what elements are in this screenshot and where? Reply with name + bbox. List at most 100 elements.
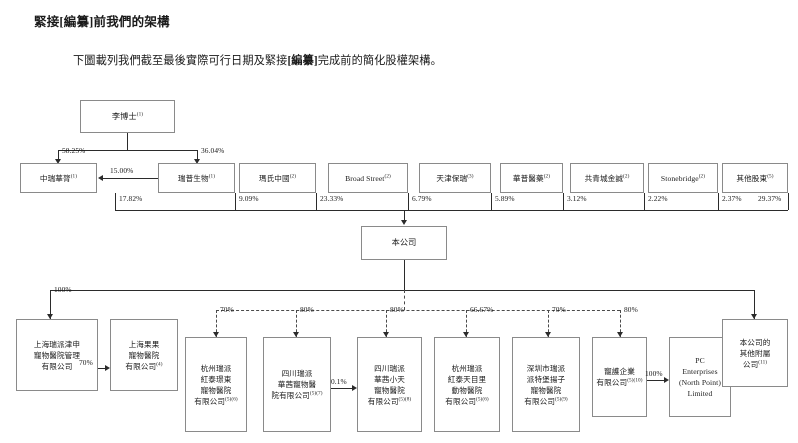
subsidiary-line-2-3: 有限公司 [194, 396, 226, 406]
page-title: 緊接[編纂]前我們的架構 [34, 15, 170, 29]
intro-paragraph: 下圖載列我們截至最後實際可行日期及緊接[編纂]完成前的簡化股權架構。 [73, 52, 442, 68]
subsidiary-line-8-3: Limited [687, 389, 713, 398]
node-founder: 李博士(1) [80, 100, 175, 133]
subsidiary-line-5-0: 杭州瑞派 [451, 363, 483, 373]
sub-drop-0 [50, 290, 51, 319]
subsidiary-line-6-0: 深圳市瑞派 [526, 363, 566, 373]
pct-sh-4: 5.89% [495, 194, 515, 203]
subsidiary-sup-2: (5)(6) [225, 395, 238, 402]
sh-drop-3 [408, 193, 409, 210]
pct-sh-1: 9.09% [239, 194, 259, 203]
intro-bold-term: [編纂] [287, 55, 318, 67]
other-subs-line-2: 公司 [742, 359, 759, 369]
subsidiary-line-7-1: 有限公司 [596, 378, 628, 387]
subsidiary-line-7-0: 寵護企業 [604, 367, 635, 376]
subsidiary-line-4-2: 寵物醫院 [374, 385, 405, 395]
pct-sh-0: 17.82% [119, 194, 143, 203]
cross-edge-ruipu-to-zhongrui-arrow [98, 174, 103, 181]
pct-founder-to-ruipu: 36.04% [201, 146, 225, 155]
pct-sh-3: 6.79% [412, 194, 432, 203]
subsidiary-line-1-0: 上海果果 [128, 339, 160, 349]
edge-sub7-to-sub8-arrow [664, 376, 669, 383]
node-company: 本公司 [361, 226, 447, 260]
pct-sub-5: 66.67% [470, 305, 494, 314]
shareholder-sup-2: (2) [289, 172, 297, 179]
sub-drop-other [754, 290, 755, 319]
subsidiary-box-7: 寵護企業 有限公司(5)(10) [592, 337, 647, 417]
founder-edge-left [58, 150, 59, 162]
subsidiary-line-2-1: 紅泰璟東 [200, 374, 232, 384]
subsidiary-box-3: 四川瑞派 華茜寵物醫 院有限公司(5)(7) [263, 337, 331, 432]
subsidiary-line-8-1: Enterprises [682, 367, 718, 376]
subsidiary-line-6-2: 寵物醫院 [530, 385, 562, 395]
pct-sub-0: 100% [54, 285, 72, 294]
edge-sub0-to-sub1 [98, 368, 105, 369]
subsidiary-line-4-1: 華茜小天 [374, 374, 405, 384]
sub-drop-4 [386, 310, 387, 337]
intro-suffix: 完成前的簡化股權架構。 [317, 55, 442, 67]
subsidiary-solid-bus [50, 290, 754, 291]
shareholder-box-3: Broad Street(2) [328, 163, 408, 193]
company-inlet [404, 210, 405, 223]
company-collector-bus [115, 210, 788, 211]
shareholder-sup-3: (2) [384, 172, 391, 179]
shareholder-box-7: Stonebridge(2) [648, 163, 718, 193]
shareholder-sup-5: (2) [543, 172, 551, 179]
edge-sub3-to-sub4 [331, 388, 353, 389]
company-inlet-arrow [400, 220, 407, 225]
subsidiary-line-2-2: 寵物醫院 [200, 385, 232, 395]
company-stem-dashed [404, 290, 405, 310]
pct-sub3-to-sub4: 0.1% [331, 377, 347, 386]
subsidiary-line-3-0: 四川瑞派 [281, 369, 313, 378]
shareholder-label-0: 中瑞華膂 [39, 173, 71, 183]
sub-drop-5 [466, 310, 467, 337]
pct-sh-8: 29.37% [758, 194, 782, 203]
subsidiary-box-0: 上海瑞派津申 寵物醫院管理 有限公司 [16, 319, 98, 391]
subsidiary-box-6: 深圳市瑞派 派特堡揚子 寵物醫院 有限公司(5)(9) [512, 337, 580, 432]
sub-drop-3 [296, 310, 297, 337]
sh-drop-4 [491, 193, 492, 210]
other-subs-line-0: 本公司的 [739, 337, 771, 347]
founder-distributor [58, 150, 197, 151]
shareholder-box-2: 瑪氏中國(2) [239, 163, 316, 193]
shareholder-box-6: 共青城金誠(2) [570, 163, 644, 193]
shareholder-sup-8: (5) [767, 172, 774, 179]
pct-sh-2: 23.33% [320, 194, 344, 203]
sub-drop-3-arrow [292, 332, 299, 337]
subsidiary-box-5: 杭州瑞派 紅泰天目里 動物醫院 有限公司(5)(6) [434, 337, 500, 432]
pct-sh-5: 3.12% [567, 194, 587, 203]
sh-drop-2 [316, 193, 317, 210]
shareholder-sup-7: (2) [698, 172, 706, 179]
subsidiary-line-8-0: PC [695, 356, 705, 365]
sub-drop-7 [620, 310, 621, 337]
shareholder-box-4: 天津保瑞(3) [419, 163, 491, 193]
subsidiary-line-3-2: 院有限公司 [271, 391, 310, 400]
subsidiary-line-1-1: 寵物醫院 [128, 350, 160, 360]
subsidiary-line-4-0: 四川瑞派 [374, 363, 405, 373]
subsidiary-line-0-2: 有限公司 [41, 361, 73, 371]
subsidiary-line-0-1: 寵物醫院管理 [33, 350, 81, 360]
subsidiary-line-1-2: 有限公司 [125, 361, 157, 371]
subsidiary-sup-4: (5)(8) [398, 395, 412, 402]
shareholder-sup-4: (3) [467, 172, 474, 179]
shareholder-label-3: Broad Street [345, 173, 385, 183]
pct-sub0-to-sub1: 70% [79, 358, 93, 367]
pct-sub-2: 70% [220, 305, 234, 314]
sh-drop-7 [718, 193, 719, 210]
subsidiary-line-4-3: 有限公司 [367, 396, 399, 406]
sub-drop-2 [216, 310, 217, 337]
intro-prefix: 下圖載列我們截至最後實際可行日期及緊接 [73, 55, 288, 67]
sh-drop-5 [563, 193, 564, 210]
pct-sub7-to-sub8: 100% [645, 369, 663, 378]
shareholder-box-8: 其他股東(5) [722, 163, 788, 193]
subsidiary-line-0-0: 上海瑞派津申 [33, 339, 81, 349]
founder-edge-right-arrow [193, 159, 200, 164]
subsidiary-line-6-3: 有限公司 [524, 396, 556, 406]
node-founder-sup: (1) [136, 110, 144, 117]
subsidiary-box-1: 上海果果 寵物醫院 有限公司(4) [110, 319, 178, 391]
pct-founder-to-zhongrui: 58.25% [62, 146, 86, 155]
subsidiary-box-8: PC Enterprises (North Point) Limited [669, 337, 731, 417]
shareholder-label-2: 瑪氏中國 [258, 173, 290, 183]
subsidiary-dashed-bus [216, 310, 620, 311]
